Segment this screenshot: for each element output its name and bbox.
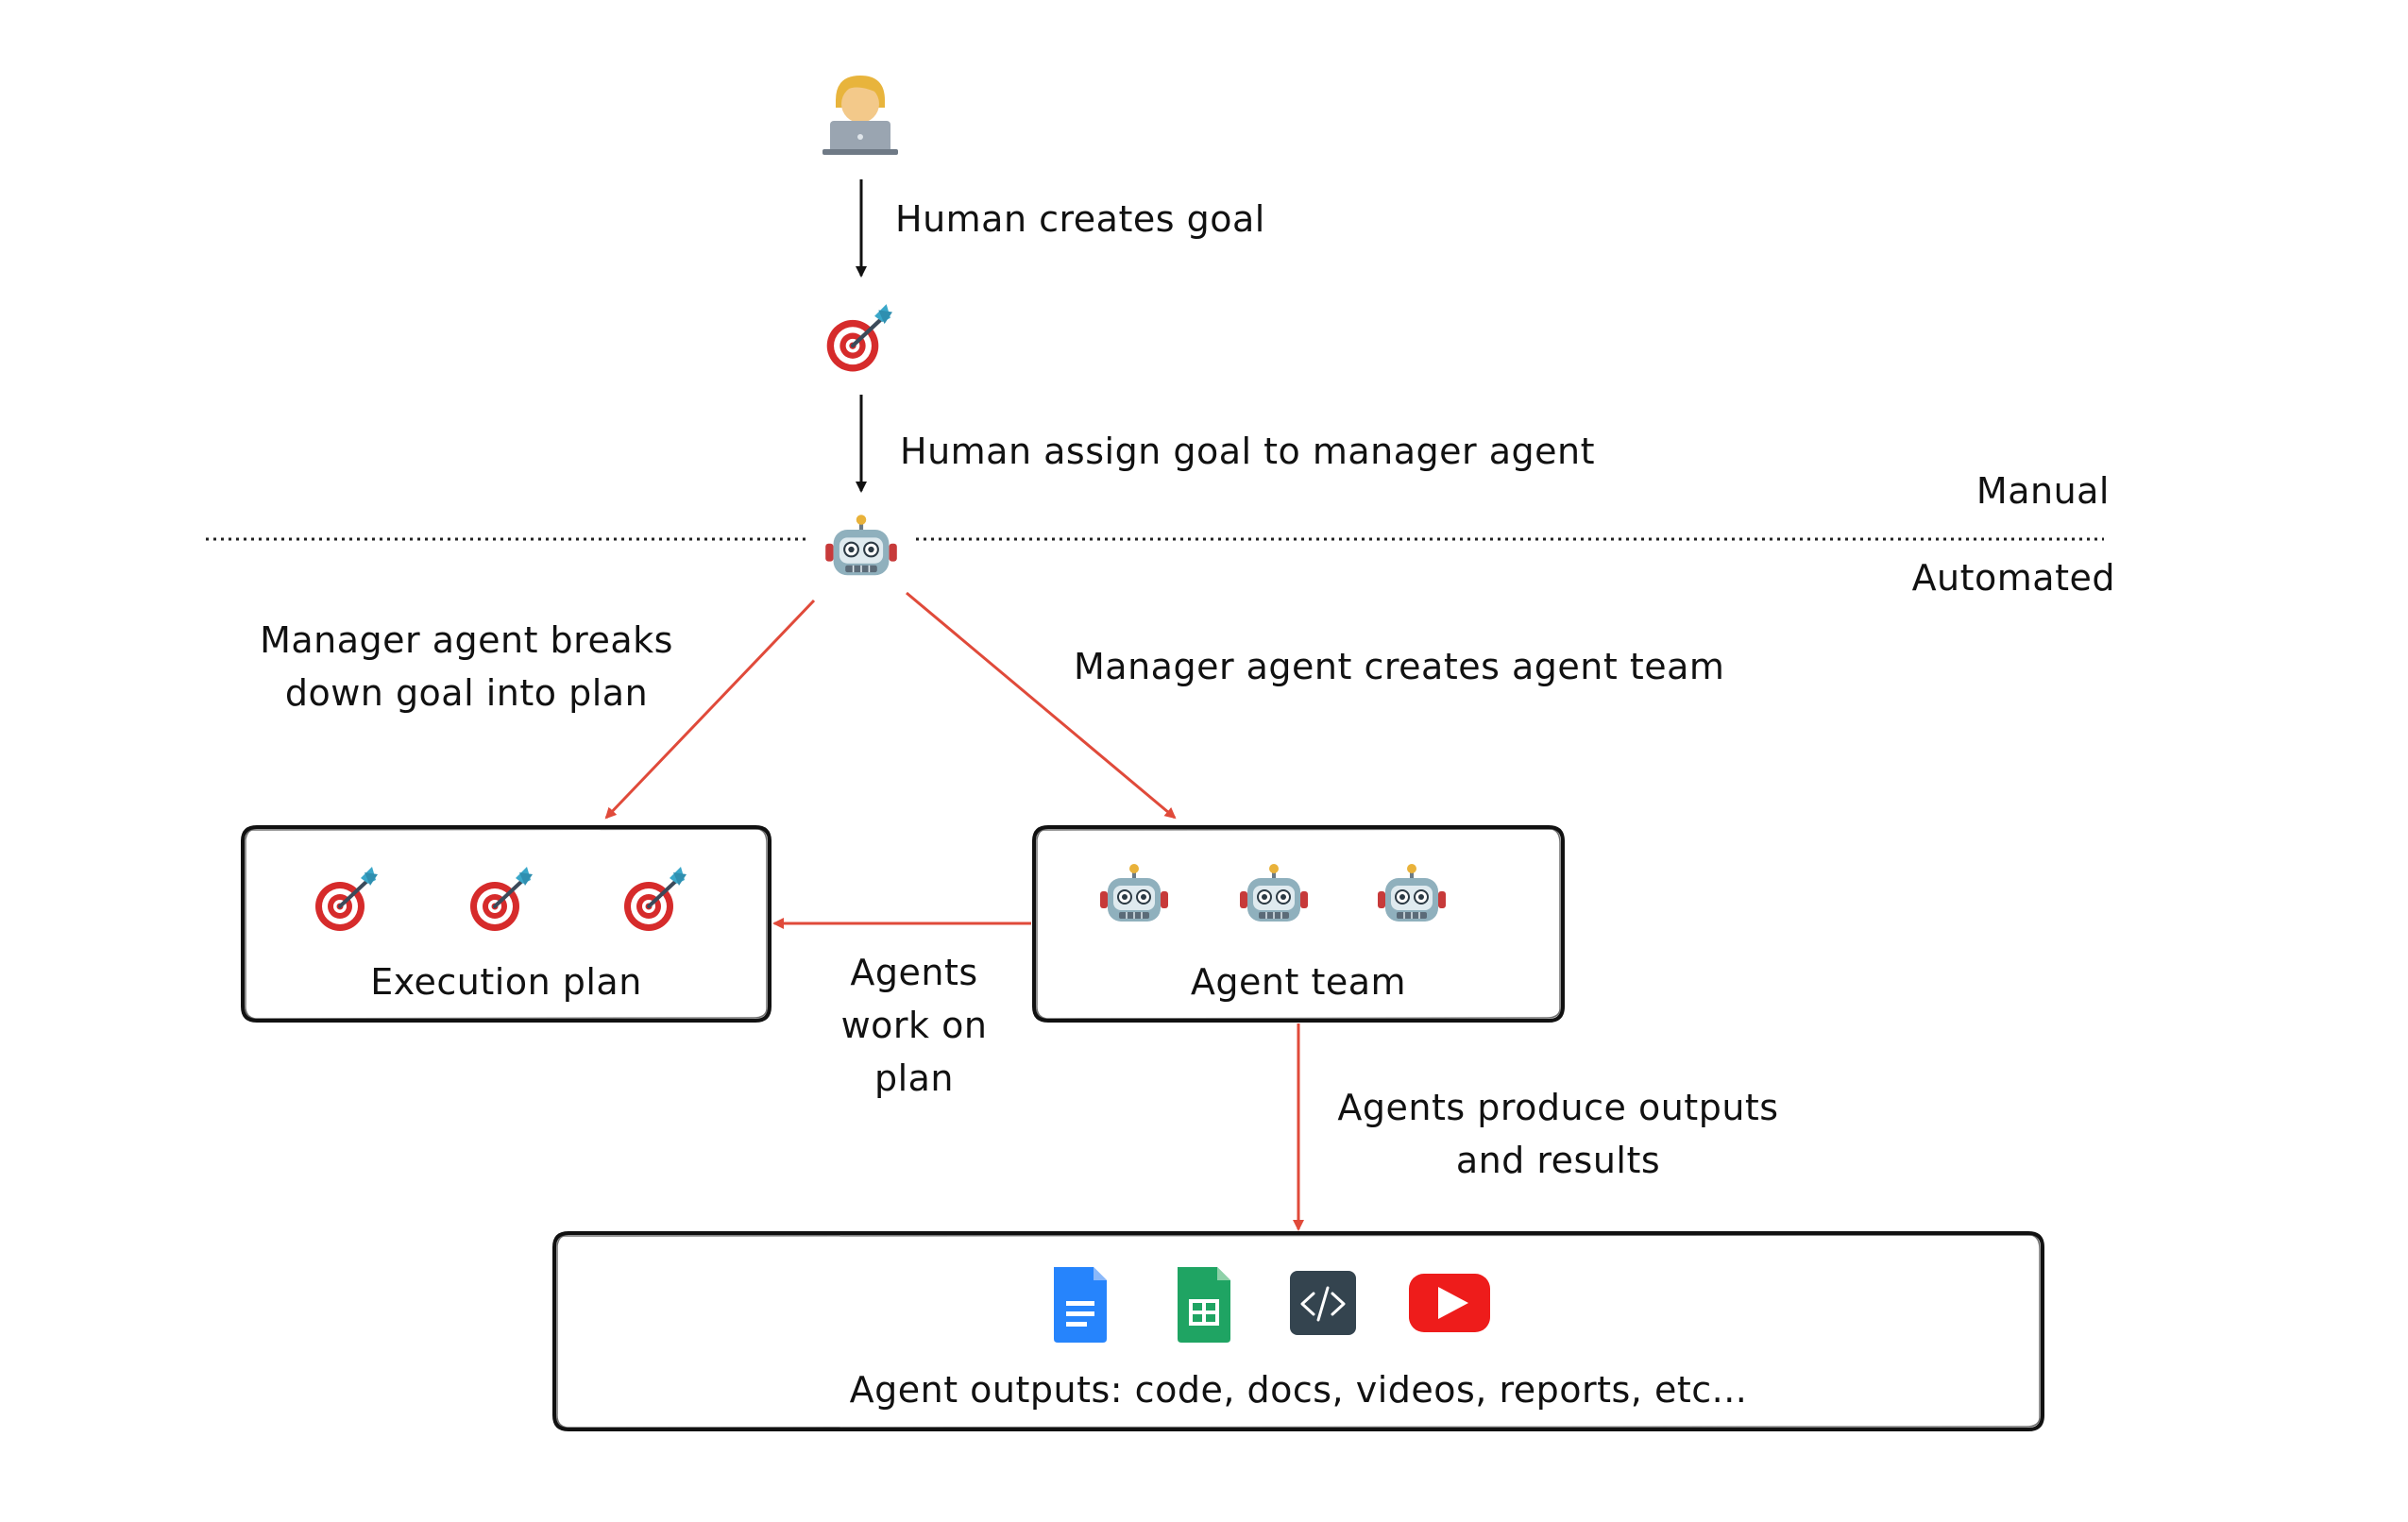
agent-outputs-title: Agent outputs: code, docs, videos, repor… bbox=[849, 1369, 1748, 1411]
execution-plan-box bbox=[241, 825, 772, 1023]
execution-plan-title: Execution plan bbox=[370, 961, 642, 1003]
label-produce-line2: and results bbox=[1455, 1140, 1661, 1181]
label-work-line2: work on bbox=[840, 1005, 988, 1046]
arrow-manager-to-team bbox=[906, 591, 1177, 820]
plan-target-icon-1 bbox=[314, 865, 380, 933]
label-agents-work-on-plan: Agents work on plan bbox=[793, 946, 1035, 1105]
team-robot-icon-3 bbox=[1376, 862, 1448, 923]
code-icon bbox=[1290, 1271, 1356, 1335]
label-manual: Manual bbox=[1976, 470, 2110, 512]
label-breaks-down-line1: Manager agent breaks bbox=[260, 619, 673, 661]
agent-team-title: Agent team bbox=[1190, 961, 1407, 1003]
label-human-assign-goal: Human assign goal to manager agent bbox=[900, 431, 1596, 472]
technologist-icon bbox=[822, 76, 898, 155]
label-work-line3: plan bbox=[873, 1057, 955, 1099]
google-docs-icon bbox=[1054, 1267, 1107, 1343]
label-work-line1: Agents bbox=[850, 952, 978, 993]
label-breaks-down-line2: down goal into plan bbox=[284, 672, 649, 714]
youtube-icon bbox=[1409, 1274, 1490, 1332]
label-agents-produce-outputs: Agents produce outputs and results bbox=[1303, 1081, 1813, 1187]
label-breaks-down-goal: Manager agent breaks down goal into plan bbox=[221, 614, 712, 719]
agent-team-box bbox=[1032, 825, 1565, 1023]
label-produce-line1: Agents produce outputs bbox=[1337, 1087, 1779, 1128]
google-sheets-icon bbox=[1178, 1267, 1230, 1343]
target-icon bbox=[827, 304, 892, 371]
team-robot-icon-2 bbox=[1238, 862, 1310, 923]
plan-target-icon-3 bbox=[622, 865, 688, 933]
agent-outputs-box bbox=[552, 1231, 2044, 1431]
label-human-creates-goal: Human creates goal bbox=[895, 198, 1265, 240]
plan-target-icon-2 bbox=[468, 865, 534, 933]
robot-icon bbox=[825, 515, 897, 575]
arrow-manager-to-plan bbox=[604, 599, 816, 820]
label-automated: Automated bbox=[1911, 557, 2115, 599]
label-creates-agent-team: Manager agent creates agent team bbox=[1074, 646, 1725, 687]
team-robot-icon-1 bbox=[1098, 862, 1170, 923]
